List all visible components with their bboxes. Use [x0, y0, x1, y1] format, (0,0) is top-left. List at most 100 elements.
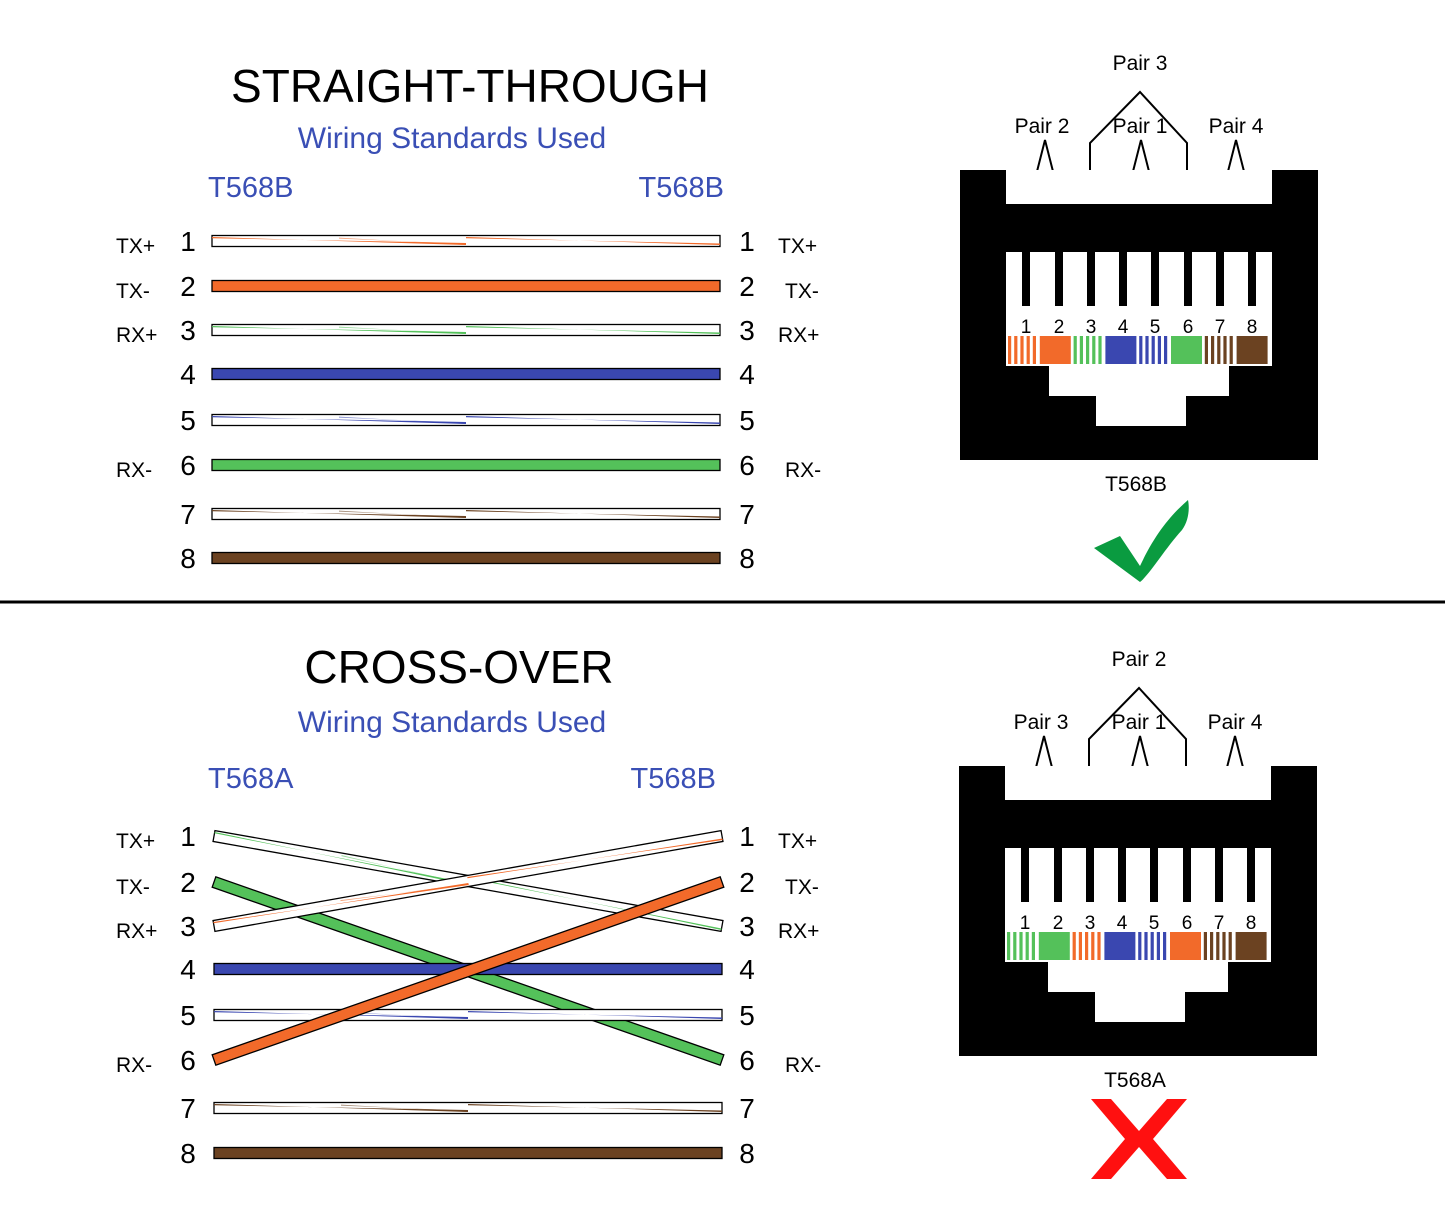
block-stripe [1139, 336, 1143, 364]
right-pin-signal: RX- [785, 459, 821, 482]
left-pin-number: 4 [180, 954, 196, 985]
right-pin-signal: TX+ [778, 235, 817, 258]
block-stripe [1031, 932, 1035, 960]
left-pin-number: 3 [180, 315, 196, 346]
wire [211, 551, 721, 565]
block-solid [1039, 336, 1071, 364]
left-pin-number: 6 [180, 1045, 196, 1076]
outer-pair-bracket [1089, 90, 1188, 195]
block-stripe [1073, 336, 1077, 364]
jack-latch-lower [1096, 396, 1186, 426]
right-pin-signal: RX- [785, 1054, 821, 1077]
jack-pin-number: 3 [1086, 317, 1097, 338]
left-pin-signal: TX- [116, 876, 150, 899]
left-pin-number: 4 [180, 359, 196, 390]
block-stripe [1145, 336, 1149, 364]
left-pin-number: 2 [180, 867, 196, 898]
jack-bottom-gap [1036, 448, 1242, 460]
left-standard-label: T568A [208, 763, 294, 795]
middle-pair-label: Pair 1 [1113, 115, 1168, 138]
contact-pin [1150, 848, 1158, 902]
panel-title: STRAIGHT-THROUGH [231, 60, 709, 112]
left-pin-number: 1 [180, 821, 196, 852]
wire-body [213, 1146, 723, 1160]
wire-body [211, 875, 725, 1067]
wire-stripe [212, 416, 466, 424]
wire [211, 367, 721, 381]
wire [211, 323, 721, 337]
block-stripe [1085, 932, 1089, 960]
right-pin-number: 4 [739, 954, 755, 985]
left-pin-signal: RX+ [116, 920, 157, 943]
block-stripe [1216, 932, 1220, 960]
contact-pin [1119, 252, 1127, 306]
block-stripe [1203, 932, 1207, 960]
block-stripe [1211, 336, 1215, 364]
right-pin-number: 6 [739, 1045, 755, 1076]
jack-latch-upper [1049, 366, 1229, 396]
block-stripe [1210, 932, 1214, 960]
jack-pin-number: 1 [1021, 317, 1032, 338]
wire-color-block [1203, 336, 1235, 364]
wire-color-block [1006, 932, 1037, 960]
wire-body [211, 279, 721, 293]
outer-pair-bracket [1088, 686, 1187, 791]
jack-top-notch [1006, 170, 1272, 204]
wire-stripe [339, 237, 466, 245]
block-stripe [1229, 336, 1233, 364]
block-solid [1105, 336, 1137, 364]
block-solid [1236, 336, 1268, 364]
contact-pin [1022, 252, 1030, 306]
right-pair-label: Pair 4 [1209, 115, 1264, 138]
wire [211, 458, 721, 472]
wire-stripe [214, 832, 468, 885]
jack-pin-number: 5 [1150, 317, 1161, 338]
block-stripe [1138, 932, 1142, 960]
wire-body [211, 458, 721, 472]
block-stripe [1092, 336, 1096, 364]
wire [211, 234, 721, 248]
block-solid [1038, 932, 1070, 960]
left-pin-number: 6 [180, 450, 196, 481]
block-stripe [1163, 932, 1167, 960]
wire-color-block [1137, 932, 1169, 960]
jack-pin-number: 7 [1214, 913, 1225, 934]
wire-stripe [341, 855, 468, 885]
wire-stripe [339, 416, 466, 424]
block-stripe [1150, 932, 1154, 960]
contact-pin [1215, 848, 1223, 902]
right-pin-number: 3 [739, 315, 755, 346]
wire-stripe [468, 877, 722, 930]
left-pin-signal: TX- [116, 280, 150, 303]
wire [213, 1101, 723, 1115]
wire-stripe [340, 883, 469, 902]
wire-body [211, 367, 721, 381]
middle-pair-label: Pair 1 [1112, 711, 1167, 734]
contact-pin [1247, 848, 1255, 902]
wire-color-block [1202, 932, 1234, 960]
jack-latch-lower [1095, 992, 1185, 1022]
left-pin-number: 8 [180, 543, 196, 574]
wire-stripe [212, 326, 466, 334]
right-pin-signal: RX+ [778, 324, 819, 347]
jack-latch-upper [1048, 962, 1228, 992]
right-pin-number: 4 [739, 359, 755, 390]
block-stripe [1157, 336, 1161, 364]
right-pin-number: 1 [739, 821, 755, 852]
jack-pin-number: 6 [1183, 317, 1194, 338]
block-stripe [1025, 932, 1029, 960]
cross-icon [1091, 1099, 1187, 1179]
wire [211, 507, 721, 521]
wire [211, 279, 721, 293]
right-pin-number: 3 [739, 911, 755, 942]
wire-color-block [1039, 336, 1071, 364]
left-pin-signal: RX+ [116, 324, 157, 347]
jack-pin-number: 4 [1117, 913, 1128, 934]
wire-body [211, 323, 721, 337]
jack-pin-number: 8 [1246, 913, 1257, 934]
jack-pin-number: 1 [1020, 913, 1031, 934]
contact-pin [1021, 848, 1029, 902]
